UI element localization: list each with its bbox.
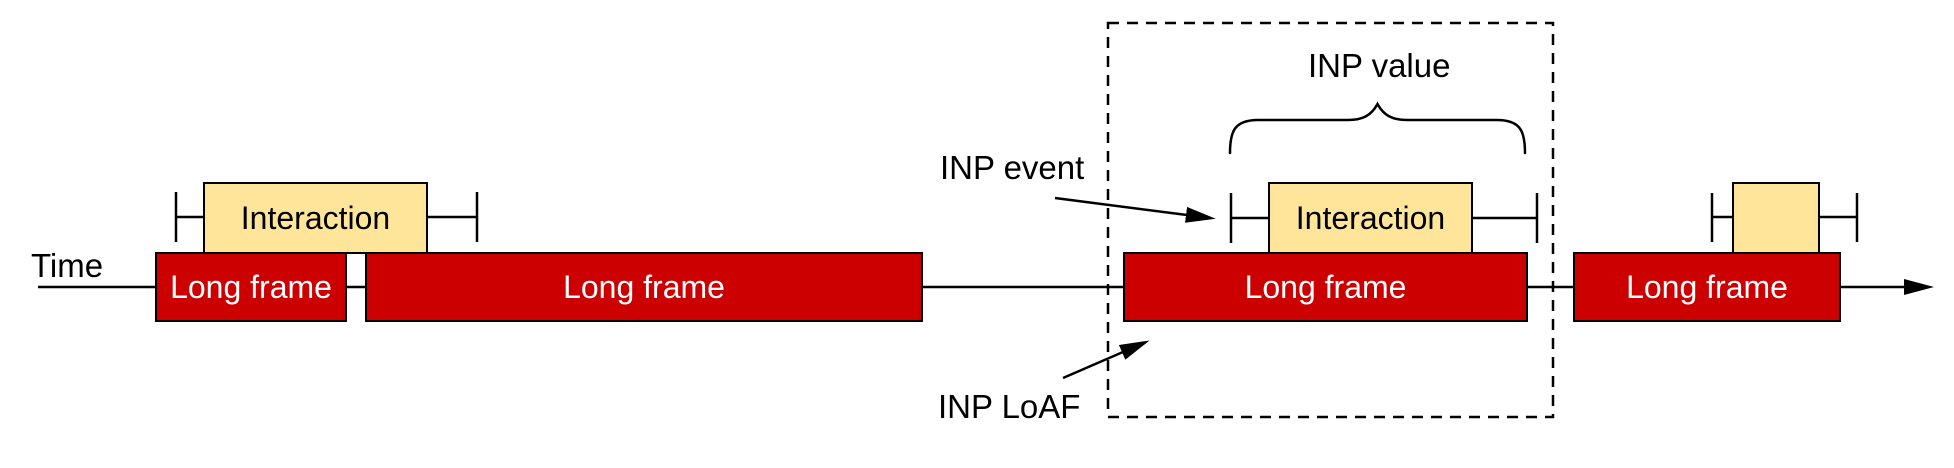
long-frame-4-label: Long frame: [1626, 268, 1788, 305]
interaction-2-inp-event: Interaction: [1268, 182, 1473, 254]
inp-loaf-arrow: [1062, 340, 1150, 380]
long-frame-1-label: Long frame: [170, 268, 332, 305]
long-frame-2-label: Long frame: [563, 268, 725, 305]
long-frame-1: Long frame: [155, 252, 347, 322]
inp-value-label: INP value: [1308, 47, 1451, 84]
long-frame-2: Long frame: [365, 252, 923, 322]
time-axis-label: Time: [31, 247, 104, 284]
inp-event-arrow: [1054, 196, 1216, 223]
interaction-3: [1732, 182, 1820, 254]
inp-value-brace: [1228, 101, 1527, 155]
inp-loaf-label: INP LoAF: [938, 388, 1081, 425]
inp-event-label: INP event: [940, 149, 1085, 186]
interaction-2-label: Interaction: [1295, 199, 1446, 236]
interaction-1: Interaction: [203, 182, 428, 254]
long-frame-3-label: Long frame: [1244, 268, 1407, 305]
interaction-1-label: Interaction: [240, 199, 391, 236]
long-frame-4: Long frame: [1573, 252, 1841, 322]
long-frame-3-inp-loaf: Long frame: [1123, 252, 1528, 322]
